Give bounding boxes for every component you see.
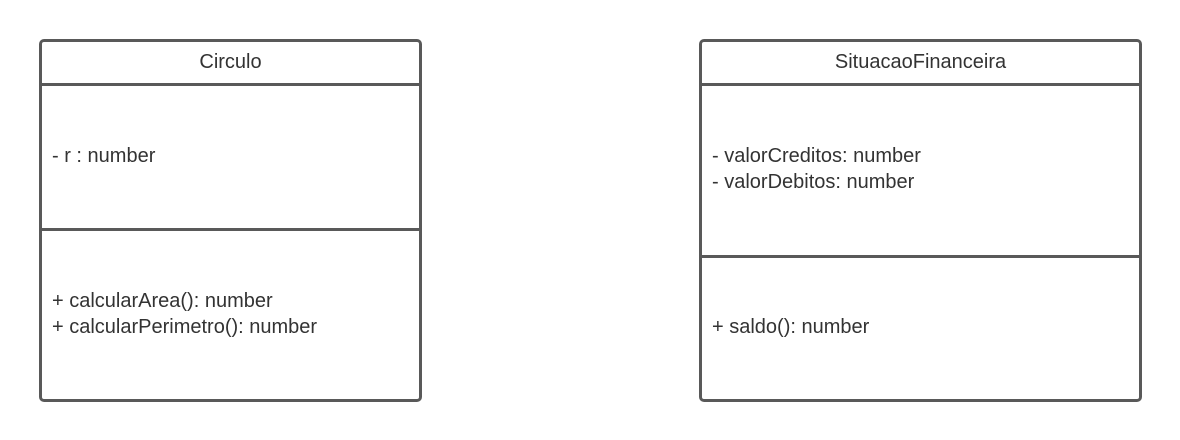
method-calcular-perimetro: + calcularPerimetro(): number bbox=[52, 315, 318, 338]
attribute-r: - r : number bbox=[52, 144, 156, 167]
methods-compartment: + saldo(): number bbox=[702, 255, 1139, 399]
class-name: SituacaoFinanceira bbox=[834, 51, 1007, 73]
class-name: Circulo bbox=[199, 51, 262, 73]
attribute-valor-creditos: - valorCreditos: number bbox=[712, 145, 921, 167]
class-name-header: Circulo bbox=[42, 42, 419, 86]
method-saldo: + saldo(): number bbox=[712, 316, 870, 338]
attribute-valor-debitos: - valorDebitos: number bbox=[712, 171, 915, 193]
attributes-compartment: - valorCreditos: number - valorDebitos: … bbox=[702, 83, 1139, 258]
class-box-situacao-financeira[interactable]: SituacaoFinanceira - valorCreditos: numb… bbox=[699, 39, 1142, 402]
method-calcular-area: + calcularArea(): number bbox=[52, 289, 273, 312]
class-box-circulo[interactable]: Circulo - r : number + calcularArea(): n… bbox=[39, 39, 422, 402]
class-name-header: SituacaoFinanceira bbox=[702, 42, 1139, 86]
attributes-compartment: - r : number bbox=[42, 83, 419, 231]
methods-compartment: + calcularArea(): number + calcularPerim… bbox=[42, 228, 419, 399]
